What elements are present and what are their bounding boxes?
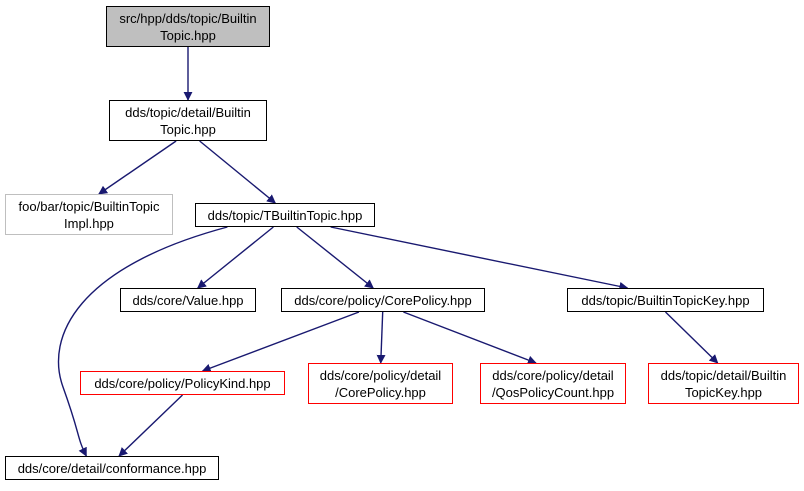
edge-builtin_topic_key-to-detail_builtin_topic_key: [665, 311, 719, 364]
edge-policy_kind-to-conformance: [118, 394, 183, 457]
edge-detail_builtin_topic-to-tbuiltin_topic: [199, 140, 276, 204]
node-detail-core-policy[interactable]: dds/core/policy/detail /CorePolicy.hpp: [308, 363, 453, 404]
node-tbuiltin-topic[interactable]: dds/topic/TBuiltinTopic.hpp: [195, 203, 375, 227]
node-builtin-topic[interactable]: src/hpp/dds/topic/Builtin Topic.hpp: [106, 6, 270, 47]
node-conformance[interactable]: dds/core/detail/conformance.hpp: [5, 456, 219, 480]
node-value[interactable]: dds/core/Value.hpp: [120, 288, 256, 312]
edge-tbuiltin_topic-to-core_policy: [296, 226, 374, 289]
node-builtin-topic-key[interactable]: dds/topic/BuiltinTopicKey.hpp: [567, 288, 764, 312]
edge-core_policy-to-detail_core_policy: [376, 311, 386, 364]
edge-tbuiltin_topic-to-value: [196, 226, 274, 289]
edge-detail_builtin_topic-to-builtin_topic_impl: [98, 140, 177, 195]
node-qos-policy-count[interactable]: dds/core/policy/detail /QosPolicyCount.h…: [480, 363, 626, 404]
edge-tbuiltin_topic-to-builtin_topic_key: [330, 226, 629, 291]
node-policy-kind[interactable]: dds/core/policy/PolicyKind.hpp: [80, 371, 285, 395]
node-core-policy[interactable]: dds/core/policy/CorePolicy.hpp: [281, 288, 485, 312]
node-builtin-topic-impl: foo/bar/topic/BuiltinTopic Impl.hpp: [5, 194, 173, 235]
edge-core_policy-to-policy_kind: [201, 311, 360, 373]
edge-core_policy-to-qos_policy_count: [403, 311, 537, 365]
edge-tbuiltin_topic-to-conformance: [57, 226, 228, 457]
node-detail-builtin-topic[interactable]: dds/topic/detail/Builtin Topic.hpp: [109, 100, 267, 141]
node-detail-builtin-topic-key[interactable]: dds/topic/detail/Builtin TopicKey.hpp: [648, 363, 799, 404]
